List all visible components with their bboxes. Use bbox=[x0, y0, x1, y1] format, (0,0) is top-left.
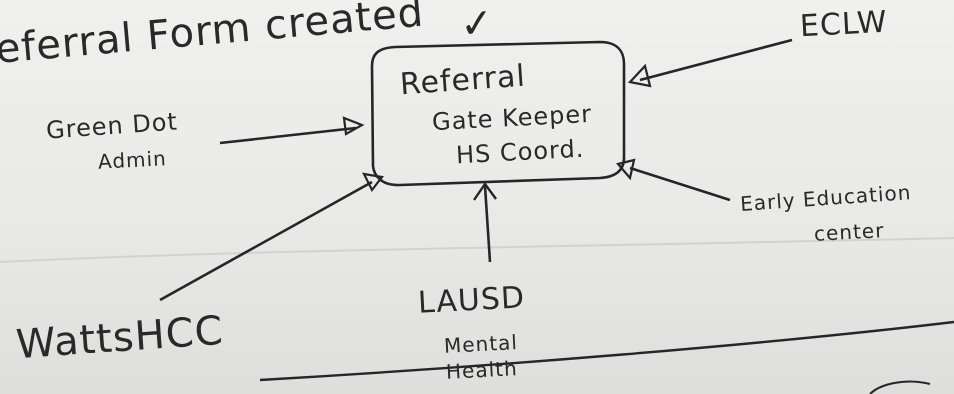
eclw-label: ECLW bbox=[799, 4, 889, 45]
lausd-label: LAUSD bbox=[417, 280, 526, 321]
green-dot-arrow bbox=[219, 126, 357, 145]
eclw-arrow bbox=[639, 38, 793, 82]
lausd-mental-label: Mental bbox=[443, 330, 519, 358]
center-node-title: Referral bbox=[398, 58, 527, 103]
early-education-center-label: center bbox=[813, 218, 885, 246]
watts-arrowhead bbox=[362, 172, 384, 193]
lausd-health-label: Health bbox=[445, 356, 519, 384]
watts-arrow bbox=[159, 180, 373, 302]
center-node-box bbox=[370, 40, 626, 187]
early-education-arrow bbox=[629, 166, 731, 202]
lausd-arrowhead bbox=[473, 181, 497, 201]
green-dot-role: Admin bbox=[97, 146, 168, 174]
eclw-arrowhead bbox=[627, 63, 652, 88]
early-education-arrowhead bbox=[616, 158, 636, 181]
center-node-role: HS Coord. bbox=[455, 134, 585, 170]
lausd-arrow bbox=[483, 185, 492, 263]
check-mark-icon: ✓ bbox=[458, 0, 497, 49]
green-dot-arrowhead bbox=[342, 116, 365, 136]
